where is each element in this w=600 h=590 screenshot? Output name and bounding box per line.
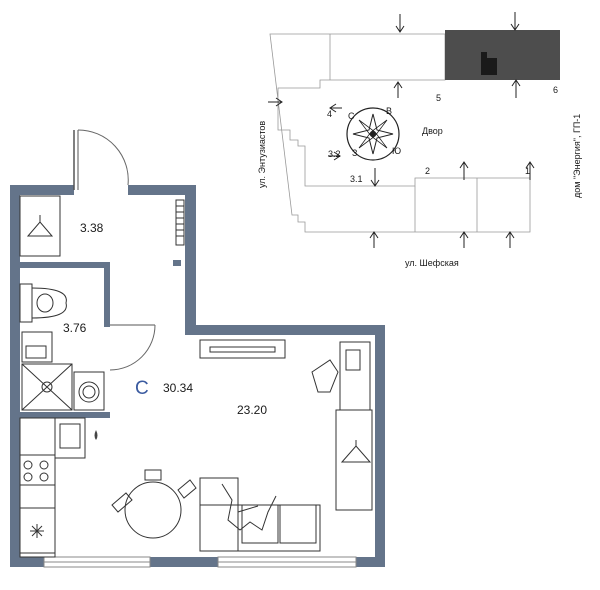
compass-icon <box>346 107 400 161</box>
kitchen-counter <box>19 417 98 558</box>
apartment-walls <box>10 185 385 567</box>
bathroom-area: 3.76 <box>63 321 87 335</box>
radiator <box>175 199 185 246</box>
arrow-icon <box>268 97 283 107</box>
arrow-icon <box>393 81 403 98</box>
section-2-label: 2 <box>425 166 430 176</box>
site-plan: С В Ю З Двор ул. Шефская ул. Энтузиастов… <box>257 12 582 268</box>
tv-stand <box>199 339 286 359</box>
compass-west: З <box>352 148 357 158</box>
arrow-icon <box>505 231 515 248</box>
snowflake-icon <box>30 524 44 538</box>
section-4-label: 4 <box>327 109 332 119</box>
street-left-label: ул. Энтузиастов <box>257 121 267 188</box>
wardrobe <box>335 409 373 511</box>
entrance-door <box>73 129 129 190</box>
hall-wardrobe <box>19 195 61 257</box>
arrow-icon <box>459 161 469 180</box>
apartment-marker <box>481 52 487 59</box>
washbasin <box>21 331 53 363</box>
arrow-icon <box>328 151 341 161</box>
arrow-icon <box>510 12 520 31</box>
section-6-label: 6 <box>553 85 558 95</box>
compass-north: С <box>348 111 355 121</box>
arrow-icon <box>395 14 405 33</box>
desk <box>311 341 371 411</box>
house-label: дом "Энергия", ГП-1 <box>572 114 582 198</box>
total-area-letter: С <box>135 378 149 399</box>
total-area: 30.34 <box>163 381 193 395</box>
dining-table <box>111 469 197 539</box>
courtyard-label: Двор <box>422 126 443 136</box>
arrow-icon <box>525 161 535 180</box>
arrow-icon <box>459 231 469 248</box>
windows <box>43 556 357 568</box>
arrow-icon <box>511 79 521 98</box>
building-outline <box>269 33 531 233</box>
drop-icon <box>94 430 98 440</box>
street-bottom-label: ул. Шефская <box>405 258 459 268</box>
washing-machine <box>73 371 105 411</box>
compass-south: Ю <box>392 146 401 156</box>
compass-east: В <box>386 106 392 116</box>
entrance-arrows <box>268 12 535 248</box>
section-1-label: 1 <box>525 166 530 176</box>
shower <box>21 363 73 411</box>
bathroom-door <box>109 324 156 371</box>
main-room-area: 23.20 <box>237 403 267 417</box>
apartment-marker <box>481 58 497 75</box>
arrow-icon <box>370 168 380 187</box>
highlighted-building <box>445 30 560 80</box>
arrow-icon <box>329 103 342 113</box>
arrow-icon <box>369 231 379 248</box>
toilet <box>19 283 67 323</box>
section-3-1-label: 3.1 <box>350 174 363 184</box>
section-3-2-label: 3.2 <box>328 149 341 159</box>
section-5-label: 5 <box>436 93 441 103</box>
sofa <box>199 477 321 552</box>
hall-area: 3.38 <box>80 221 104 235</box>
